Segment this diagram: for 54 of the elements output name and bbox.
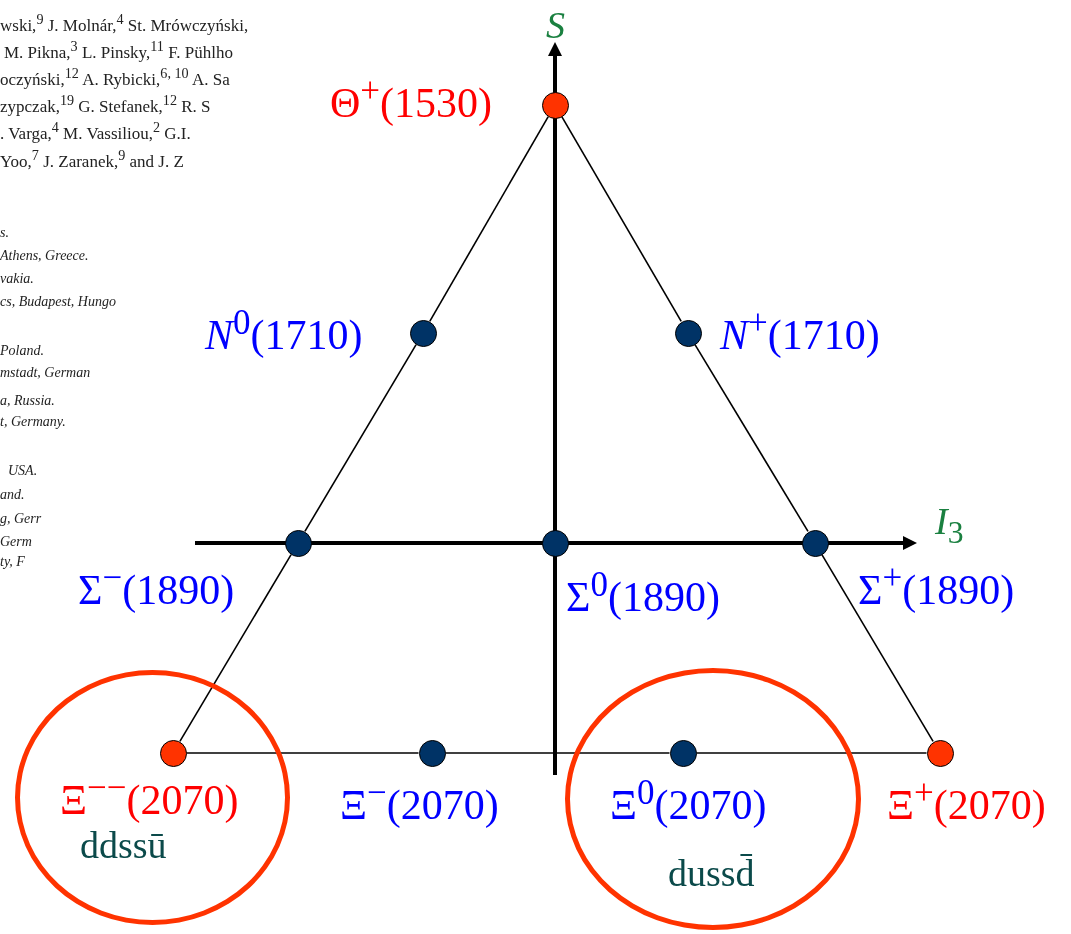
particle-label: N$^{+}$(1710) bbox=[720, 304, 880, 356]
paper-text: Yoo,$^{7}$ J. Zaranek,$^{9}$ and J. Z bbox=[0, 148, 184, 170]
particle-dot bbox=[674, 319, 702, 347]
particle-dot bbox=[284, 529, 312, 557]
paper-text: oczyński,$^{12}$ A. Rybicki,$^{6, 10}$ A. Sa bbox=[0, 66, 230, 88]
particle-dot bbox=[541, 91, 569, 119]
connector-line bbox=[694, 343, 809, 533]
paper-text: Athens, Greece. bbox=[0, 249, 89, 263]
particle-label: Σ$^{+}$(1890) bbox=[858, 559, 1015, 611]
particle-dot bbox=[409, 319, 437, 347]
paper-text: cs, Budapest, Hungo bbox=[0, 295, 116, 309]
particle-dot bbox=[801, 529, 829, 557]
paper-text: ty, F bbox=[0, 555, 25, 569]
paper-text: wski,$^{9}$ J. Molnár,$^{4}$ St. Mrówczyński, bbox=[0, 12, 249, 34]
particle-label: Ξ$^{+}$(2070) bbox=[887, 774, 1046, 826]
particle-dot bbox=[541, 529, 569, 557]
paper-text: g, Gerr bbox=[0, 512, 42, 526]
axis-label: I$_{3}$ bbox=[935, 502, 964, 549]
connector-line bbox=[428, 115, 550, 323]
connector-line bbox=[444, 752, 671, 754]
connector-line bbox=[821, 553, 934, 743]
paper-text: Germ bbox=[0, 535, 32, 549]
particle-dot bbox=[669, 739, 697, 767]
particle-label: Ξ$^{−}$(2070) bbox=[340, 774, 499, 826]
connector-line bbox=[304, 343, 417, 533]
particle-label: Σ$^{0}$(1890) bbox=[566, 566, 720, 618]
particle-dot bbox=[418, 739, 446, 767]
paper-text: . Varga,$^{4}$ M. Vassiliou,$^{2}$ G.I. bbox=[0, 120, 191, 142]
paper-text: Poland. bbox=[0, 344, 44, 358]
connector-line bbox=[179, 553, 292, 743]
paper-text: t, Germany. bbox=[0, 415, 66, 429]
particle-label: N$^{0}$(1710) bbox=[205, 304, 363, 356]
paper-text: zypczak,$^{19}$ G. Stefanek,$^{12}$ R. S bbox=[0, 93, 211, 115]
paper-text: vakia. bbox=[0, 272, 34, 286]
quark-content: dussd̄ bbox=[668, 854, 755, 892]
connector-line bbox=[695, 752, 928, 754]
connector-line bbox=[561, 115, 682, 323]
particle-label: Ξ$^{−−}$(2070) bbox=[60, 769, 239, 821]
particle-label: Σ$^{−}$(1890) bbox=[78, 559, 235, 611]
particle-dot bbox=[159, 739, 187, 767]
highlight-ellipse bbox=[15, 670, 290, 925]
connector-line bbox=[185, 752, 420, 754]
highlight-ellipse bbox=[565, 668, 861, 930]
axis-label: S bbox=[546, 6, 565, 44]
paper-text: s. bbox=[0, 226, 9, 240]
quark-content: ddssū bbox=[80, 826, 167, 864]
paper-text: mstadt, German bbox=[0, 366, 91, 380]
particle-dot bbox=[926, 739, 954, 767]
particle-label: Θ$^{+}$(1530) bbox=[330, 72, 493, 124]
paper-text: and. bbox=[0, 488, 25, 502]
paper-text: a, Russia. bbox=[0, 394, 55, 408]
paper-text: USA. bbox=[8, 464, 38, 478]
paper-text: M. Pikna,$^{3}$ L. Pinsky,$^{11}$ F. Pühlho bbox=[4, 39, 233, 61]
particle-label: Ξ$^{0}$(2070) bbox=[610, 774, 767, 826]
